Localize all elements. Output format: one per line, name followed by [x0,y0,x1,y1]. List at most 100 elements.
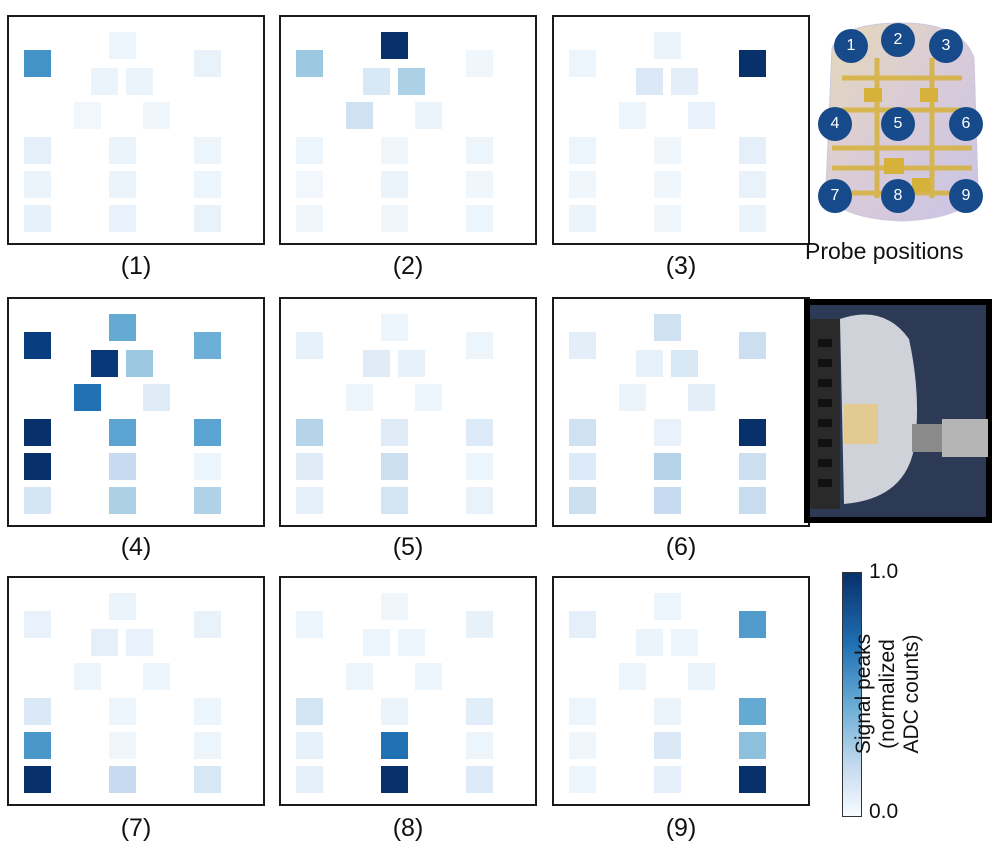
heatmap-1 [24,32,221,232]
probe-marker-1: 1 [834,29,868,63]
heatmap-1-cell-t [109,32,136,59]
heatmap-7 [24,593,221,793]
heatmap-5-cell-c3 [381,453,408,480]
heatmap-7-cell-c3 [109,732,136,759]
panel-label-1: (1) [120,252,152,280]
probe-marker-7: 7 [818,179,852,213]
heatmap-3-cell-ml [619,102,646,129]
heatmap-6-cell-r4 [739,487,766,514]
heatmap-7-cell-tr [126,629,153,656]
heatmap-4-cell-r2 [194,419,221,446]
heatmap-5-cell-tl [363,350,390,377]
probe-marker-6: 6 [949,107,983,141]
heatmap-3-cell-tl [636,68,663,95]
probe-marker-5: 5 [881,107,915,141]
heatmap-panel-5 [279,297,537,527]
heatmap-9-cell-l4 [569,766,596,793]
panel-label-2: (2) [392,252,424,280]
heatmap-panel-3 [552,15,810,245]
heatmap-8-cell-l3 [296,732,323,759]
heatmap-1-cell-l4 [24,205,51,232]
heatmap-2-cell-r3 [466,171,493,198]
heatmap-4-cell-r1 [194,332,221,359]
heatmap-4-cell-c2 [109,419,136,446]
heatmap-3-cell-mr [688,102,715,129]
heatmap-4-cell-c3 [109,453,136,480]
heatmap-3-cell-l2 [569,137,596,164]
panel-label-9: (9) [665,814,697,842]
heatmap-1-cell-r1 [194,50,221,77]
colorbar-min-label: 0.0 [869,800,899,823]
heatmap-7-cell-mr [143,663,170,690]
heatmap-7-cell-c4 [109,766,136,793]
heatmap-2-cell-c2 [381,137,408,164]
heatmap-2-cell-c4 [381,205,408,232]
heatmap-7-cell-l1 [24,611,51,638]
probe-marker-9: 9 [949,179,983,213]
heatmap-9-cell-l3 [569,732,596,759]
heatmap-6-cell-r3 [739,453,766,480]
heatmap-3-cell-c2 [654,137,681,164]
heatmap-1-cell-l3 [24,171,51,198]
heatmap-5-cell-ml [346,384,373,411]
heatmap-6-cell-tl [636,350,663,377]
heatmap-1-cell-c2 [109,137,136,164]
heatmap-7-cell-tl [91,629,118,656]
colorbar-max-label: 1.0 [869,560,899,583]
heatmap-4-cell-tr [126,350,153,377]
heatmap-9-cell-c2 [654,698,681,725]
heatmap-4-cell-c4 [109,487,136,514]
heatmap-6 [569,314,766,514]
heatmap-4-cell-l1 [24,332,51,359]
heatmap-1-cell-tr [126,68,153,95]
heatmap-1-cell-mr [143,102,170,129]
heatmap-1-cell-tl [91,68,118,95]
gel-body [840,314,918,504]
heatmap-1-cell-l2 [24,137,51,164]
heatmap-8-cell-l4 [296,766,323,793]
heatmap-2-cell-ml [346,102,373,129]
panel-label-6: (6) [665,533,697,561]
heatmap-5-cell-l3 [296,453,323,480]
heatmap-8-cell-r1 [466,611,493,638]
heatmap-3-cell-r3 [739,171,766,198]
heatmap-8-cell-r3 [466,732,493,759]
heatmap-2-cell-l1 [296,50,323,77]
heatmap-2-cell-mr [415,102,442,129]
heatmap-3-cell-l4 [569,205,596,232]
heatmap-2-cell-r2 [466,137,493,164]
heatmap-2-cell-l4 [296,205,323,232]
heatmap-3-cell-l3 [569,171,596,198]
heatmap-7-cell-ml [74,663,101,690]
heatmap-panel-7 [7,576,265,806]
panel-label-3: (3) [665,252,697,280]
heatmap-5-cell-l2 [296,419,323,446]
heatmap-5-cell-mr [415,384,442,411]
heatmap-1-cell-r2 [194,137,221,164]
heatmap-5-cell-c2 [381,419,408,446]
heatmap-1-cell-c3 [109,171,136,198]
heatmap-4-cell-l4 [24,487,51,514]
heatmap-8-cell-mr [415,663,442,690]
heatmap-6-cell-c4 [654,487,681,514]
heatmap-1-cell-r4 [194,205,221,232]
heatmap-2-cell-l3 [296,171,323,198]
heatmap-8-cell-ml [346,663,373,690]
heatmap-2-cell-r1 [466,50,493,77]
heatmap-6-cell-r1 [739,332,766,359]
heatmap-1-cell-ml [74,102,101,129]
heatmap-2-cell-tr [398,68,425,95]
panel-label-7: (7) [120,814,152,842]
sensor-patch [844,404,878,444]
heatmap-2-cell-tl [363,68,390,95]
heatmap-2-cell-l2 [296,137,323,164]
mount-bracket [810,319,840,509]
heatmap-panel-8 [279,576,537,806]
heatmap-7-cell-c2 [109,698,136,725]
heatmap-7-cell-r1 [194,611,221,638]
heatmap-9-cell-ml [619,663,646,690]
heatmap-panel-6 [552,297,810,527]
heatmap-8 [296,593,493,793]
heatmap-5 [296,314,493,514]
heatmap-1-cell-r3 [194,171,221,198]
